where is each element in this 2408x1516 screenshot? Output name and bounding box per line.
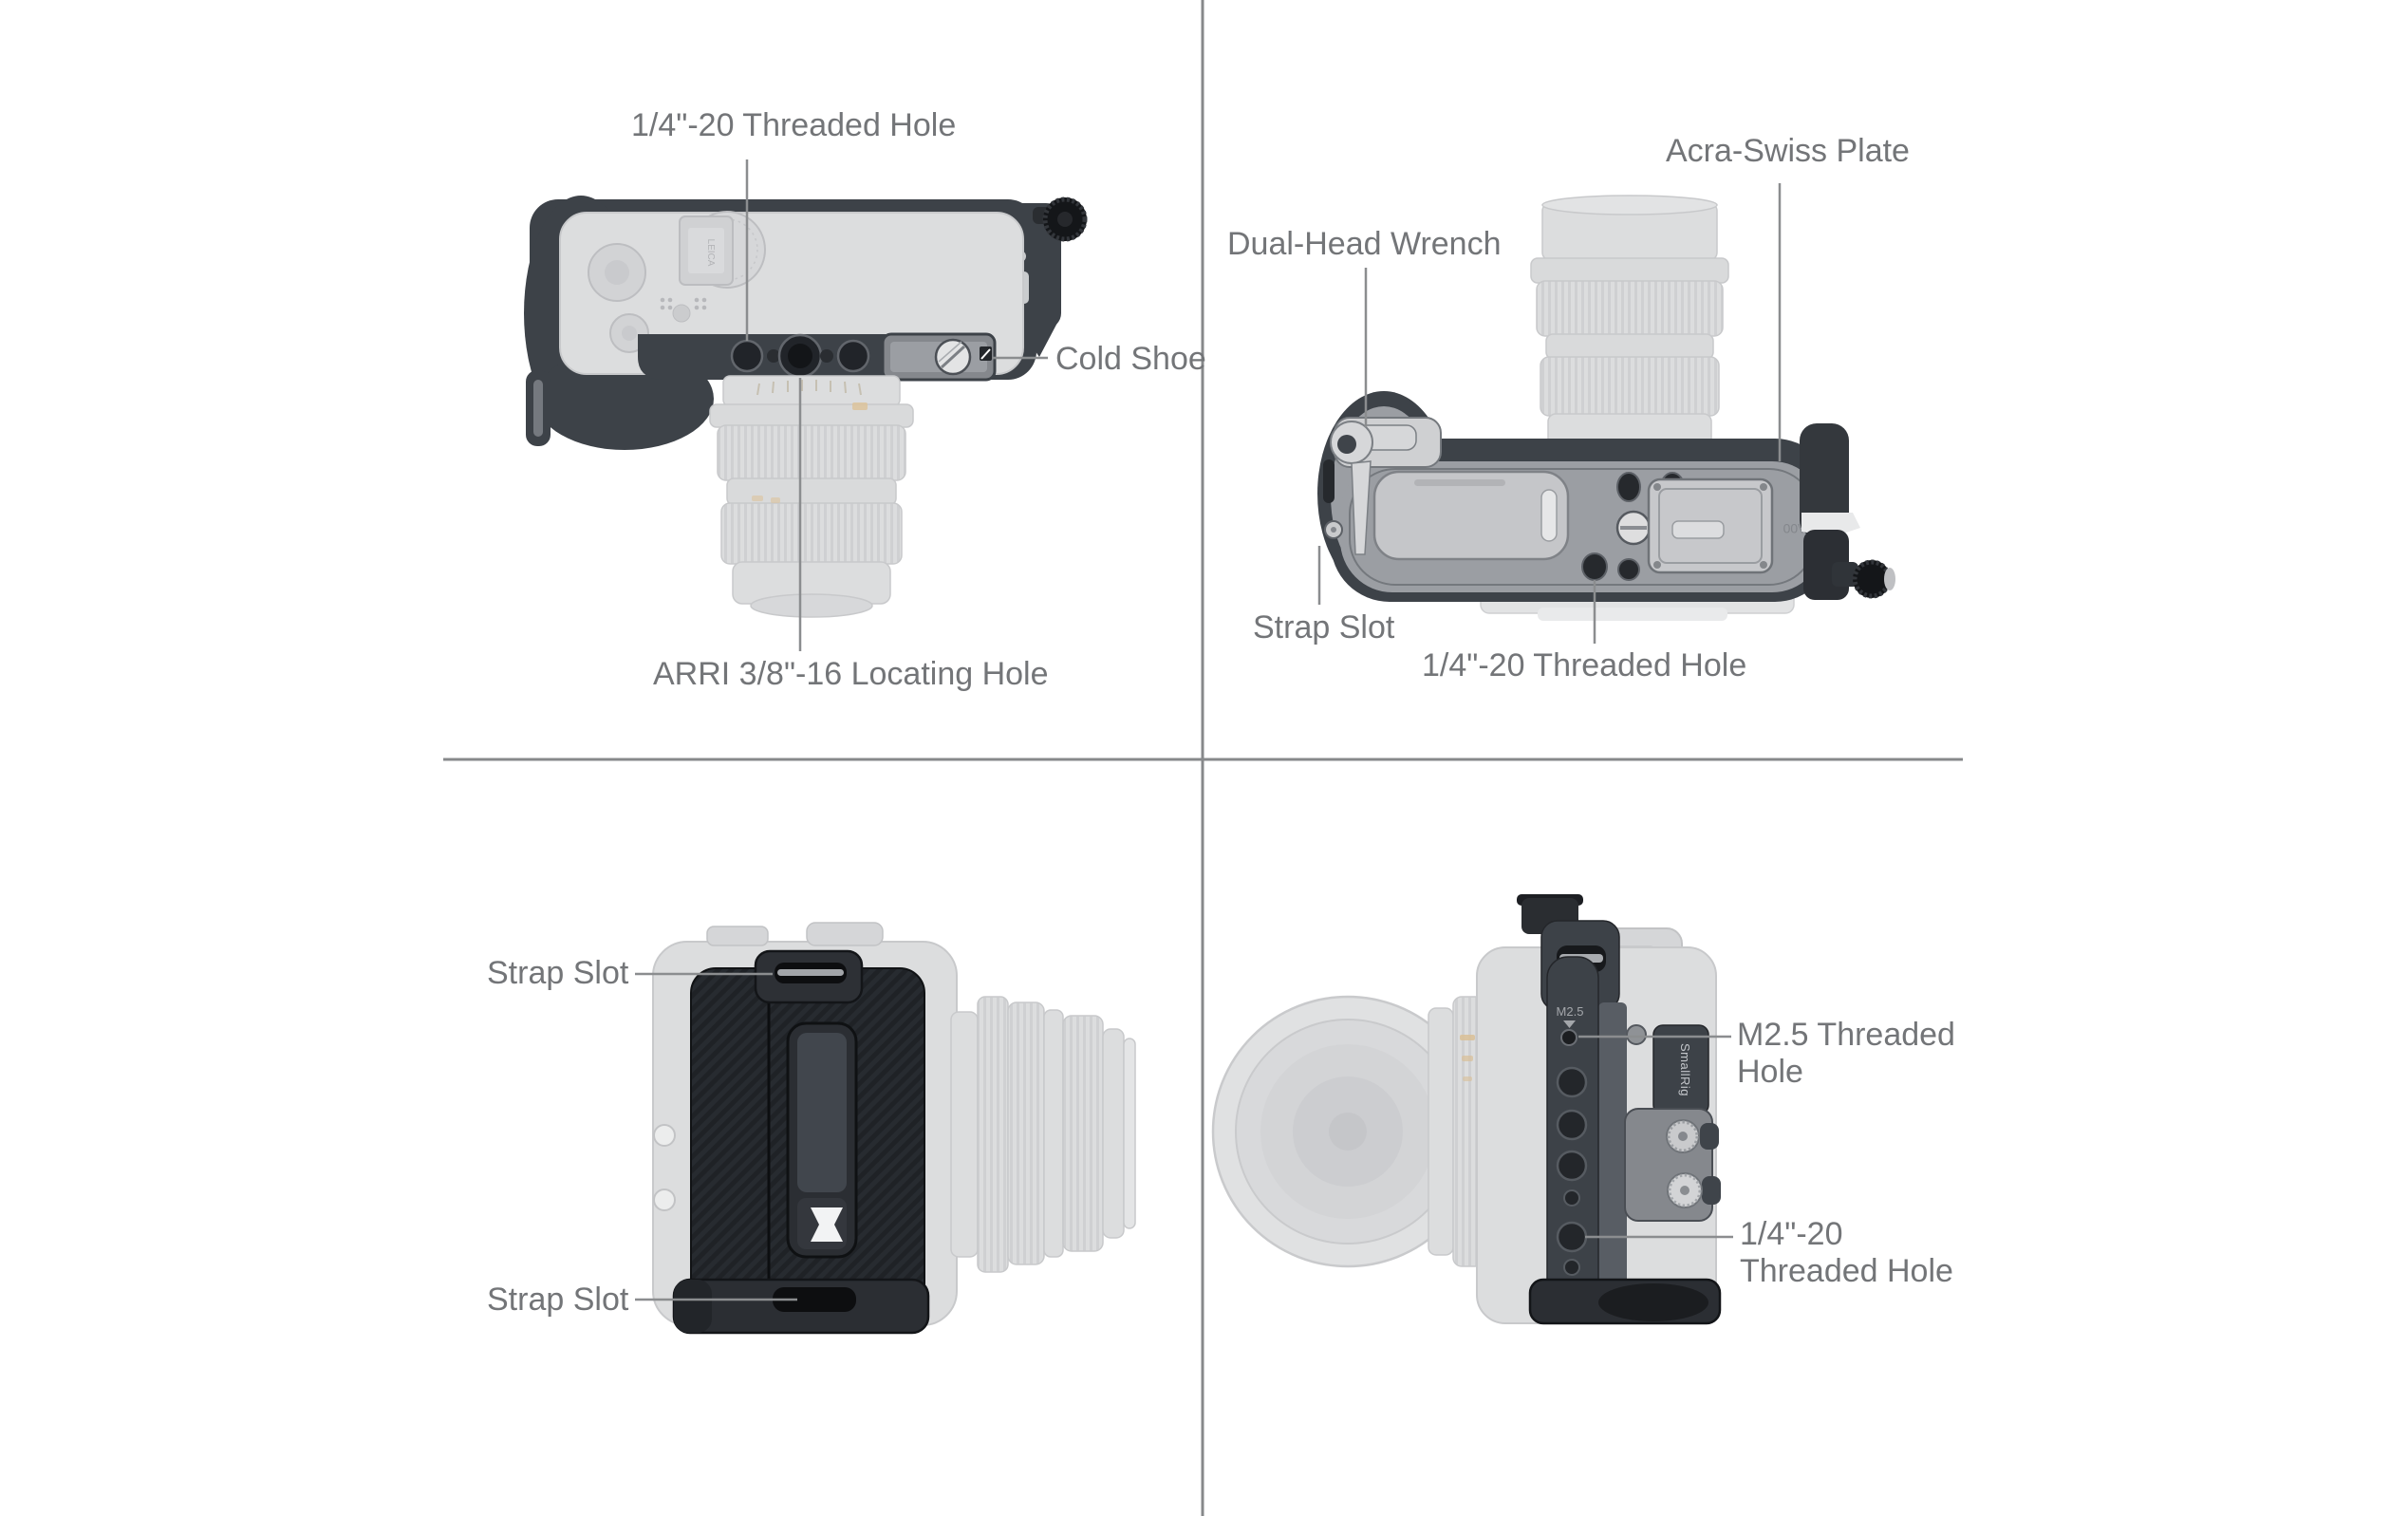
- smallrig-logo-icon: [811, 1207, 843, 1242]
- quarter-threaded-hole-top-view: [730, 339, 764, 373]
- label-quarter-threaded-hole-side-view: 1/4"-20 Threaded Hole: [1740, 1216, 1953, 1289]
- label-strap-slot-top-left-view: Strap Slot: [487, 955, 629, 991]
- m25-engraving: M2.5: [1557, 1004, 1584, 1019]
- m25-arrow-marker-icon: [1563, 1020, 1576, 1028]
- camera-left-side-view-illustration: [652, 922, 1136, 1335]
- leader-lines: [635, 159, 1782, 1301]
- baseplate-knob: [1853, 560, 1891, 598]
- quarter-threaded-hole-side: [1556, 1221, 1588, 1253]
- ghost-lens-scale-marks: [756, 380, 862, 396]
- label-acra-swiss-plate: Acra-Swiss Plate: [1666, 133, 1910, 169]
- camera-top-view-illustration: LEICA: [524, 196, 1088, 618]
- smallrig-brand-engraving: SmallRig: [1678, 1043, 1692, 1096]
- m25-threaded-hole: [1560, 1029, 1577, 1046]
- cage-threaded-holes: [1556, 1066, 1588, 1276]
- quarter-threaded-hole-bottom-view: [1581, 552, 1608, 581]
- label-quarter-threaded-hole-bottom-view: 1/4"-20 Threaded Hole: [1422, 647, 1747, 683]
- label-m25-threaded-hole: M2.5 Threaded Hole: [1737, 1017, 1955, 1090]
- ghost-lens-bottom-view: [1530, 195, 1729, 455]
- hot-shoe-engraving: LEICA: [705, 239, 716, 267]
- ghost-lens-front-view: [1211, 995, 1507, 1268]
- ghost-lens-side-view: [950, 996, 1136, 1273]
- acra-swiss-plate: [1647, 477, 1774, 574]
- label-strap-slot-bottom-view: Strap Slot: [1253, 609, 1395, 646]
- label-dual-head-wrench: Dual-Head Wrench: [1227, 226, 1502, 262]
- clamp-body: [1624, 1108, 1713, 1222]
- ghost-lens-top-view: [709, 375, 914, 618]
- grip-bottom-strap-slot: [773, 1287, 856, 1312]
- label-cold-shoe: Cold Shoe: [1055, 341, 1206, 377]
- camera-right-side-view-illustration: M2.5 SmallRig: [1211, 894, 1722, 1325]
- ghost-battery-door: [1372, 470, 1570, 561]
- camera-bottom-view-illustration: A00: [1317, 195, 1895, 621]
- label-arri-locating-hole: ARRI 3/8"-16 Locating Hole: [653, 656, 1049, 692]
- bottom-view-strap-slot: [1323, 459, 1335, 503]
- dual-head-wrench: [1330, 417, 1442, 555]
- label-strap-slot-bottom-left-view: Strap Slot: [487, 1282, 629, 1318]
- label-quarter-threaded-hole-top-view: 1/4"-20 Threaded Hole: [631, 107, 957, 143]
